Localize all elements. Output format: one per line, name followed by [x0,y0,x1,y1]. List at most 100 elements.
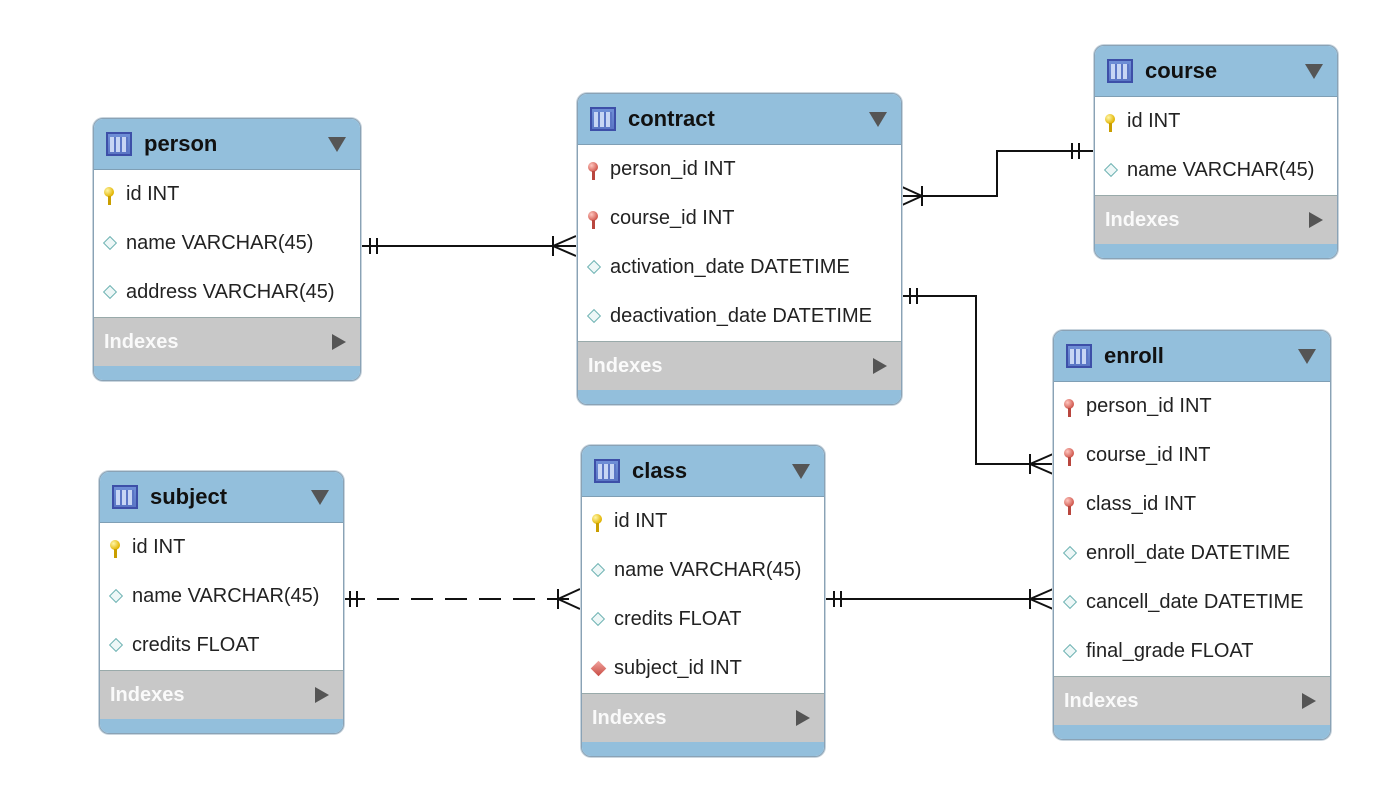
column-diamond-icon [110,589,122,605]
column-label: id INT [126,183,180,205]
table-footer [94,366,360,380]
primary-key-icon [592,513,604,532]
column-row[interactable]: cancell_date DATETIME [1054,578,1330,627]
indexes-label: Indexes [1105,208,1180,231]
column-diamond-icon [104,285,116,301]
column-row[interactable]: name VARCHAR(45) [582,546,824,595]
collapse-arrow-icon[interactable] [869,112,887,127]
column-label: person_id INT [1086,395,1212,417]
column-label: name VARCHAR(45) [126,232,314,254]
column-row[interactable]: credits FLOAT [100,621,343,670]
indexes-section[interactable]: Indexes [94,317,360,366]
column-label: course_id INT [1086,444,1211,466]
column-diamond-icon [588,260,600,276]
table-footer [1054,725,1330,739]
collapse-arrow-icon[interactable] [792,464,810,479]
foreign-key-icon [1064,496,1076,515]
expand-arrow-icon[interactable] [1302,693,1316,709]
table-contract[interactable]: contract person_id INT course_id INT act… [577,93,902,405]
table-header[interactable]: contract [578,94,901,145]
indexes-label: Indexes [110,683,185,706]
column-label: address VARCHAR(45) [126,281,335,303]
collapse-arrow-icon[interactable] [311,490,329,505]
column-label: final_grade FLOAT [1086,640,1254,662]
column-row[interactable]: name VARCHAR(45) [94,219,360,268]
indexes-section[interactable]: Indexes [582,693,824,742]
column-row[interactable]: id INT [100,523,343,572]
table-header[interactable]: course [1095,46,1337,97]
table-icon [1107,59,1133,83]
column-row[interactable]: activation_date DATETIME [578,243,901,292]
expand-arrow-icon[interactable] [796,710,810,726]
table-subject[interactable]: subject id INT name VARCHAR(45) credits … [99,471,344,734]
relationship-subject-class[interactable] [343,588,581,610]
column-row[interactable]: person_id INT [1054,382,1330,431]
table-footer [100,719,343,733]
column-diamond-icon [1064,595,1076,611]
column-row[interactable]: name VARCHAR(45) [1095,146,1337,195]
table-name: contract [628,106,715,131]
table-header[interactable]: class [582,446,824,497]
table-class[interactable]: class id INT name VARCHAR(45) credits FL… [581,445,825,757]
expand-arrow-icon[interactable] [315,687,329,703]
column-label: class_id INT [1086,493,1197,515]
column-row[interactable]: course_id INT [578,194,901,243]
column-label: cancell_date DATETIME [1086,591,1304,613]
column-row[interactable]: id INT [582,497,824,546]
table-name: subject [150,484,228,509]
column-row[interactable]: person_id INT [578,145,901,194]
expand-arrow-icon[interactable] [1309,212,1323,228]
table-icon [590,107,616,131]
column-row[interactable]: address VARCHAR(45) [94,268,360,317]
relationship-person-contract[interactable] [360,235,577,257]
table-name: course [1145,58,1218,83]
collapse-arrow-icon[interactable] [1305,64,1323,79]
relationship-class-enroll[interactable] [824,588,1054,610]
indexes-label: Indexes [588,354,663,377]
column-row[interactable]: class_id INT [1054,480,1330,529]
indexes-section[interactable]: Indexes [1054,676,1330,725]
column-label: credits FLOAT [614,608,742,630]
table-header[interactable]: person [94,119,360,170]
indexes-section[interactable]: Indexes [578,341,901,390]
column-row[interactable]: course_id INT [1054,431,1330,480]
column-row[interactable]: subject_id INT [582,644,824,693]
column-row[interactable]: name VARCHAR(45) [100,572,343,621]
column-diamond-icon [592,563,604,579]
table-course[interactable]: course id INT name VARCHAR(45) Indexes [1094,45,1338,259]
table-footer [1095,244,1337,258]
column-label: id INT [1127,110,1181,132]
column-row[interactable]: credits FLOAT [582,595,824,644]
column-label: id INT [132,536,186,558]
expand-arrow-icon[interactable] [332,334,346,350]
column-row[interactable]: enroll_date DATETIME [1054,529,1330,578]
table-person[interactable]: person id INT name VARCHAR(45) address V… [93,118,361,381]
column-row[interactable]: id INT [94,170,360,219]
indexes-section[interactable]: Indexes [1095,195,1337,244]
indexes-section[interactable]: Indexes [100,670,343,719]
table-header[interactable]: enroll [1054,331,1330,382]
column-diamond-icon [104,236,116,252]
column-label: deactivation_date DATETIME [610,305,872,327]
foreign-key-icon [588,161,600,180]
collapse-arrow-icon[interactable] [1298,349,1316,364]
column-label: name VARCHAR(45) [614,559,802,581]
table-footer [582,742,824,756]
collapse-arrow-icon[interactable] [328,137,346,152]
primary-key-icon [1105,113,1117,132]
column-label: id INT [614,510,668,532]
column-diamond-icon [1064,546,1076,562]
table-header[interactable]: subject [100,472,343,523]
primary-key-icon [110,539,122,558]
column-label: name VARCHAR(45) [1127,159,1315,181]
table-enroll[interactable]: enroll person_id INT course_id INT class… [1053,330,1331,740]
relationship-contract-enroll[interactable] [900,288,1054,475]
expand-arrow-icon[interactable] [873,358,887,374]
indexes-label: Indexes [592,706,667,729]
relationship-course-contract[interactable] [899,143,1093,207]
column-row[interactable]: deactivation_date DATETIME [578,292,901,341]
column-row[interactable]: final_grade FLOAT [1054,627,1330,676]
column-row[interactable]: id INT [1095,97,1337,146]
